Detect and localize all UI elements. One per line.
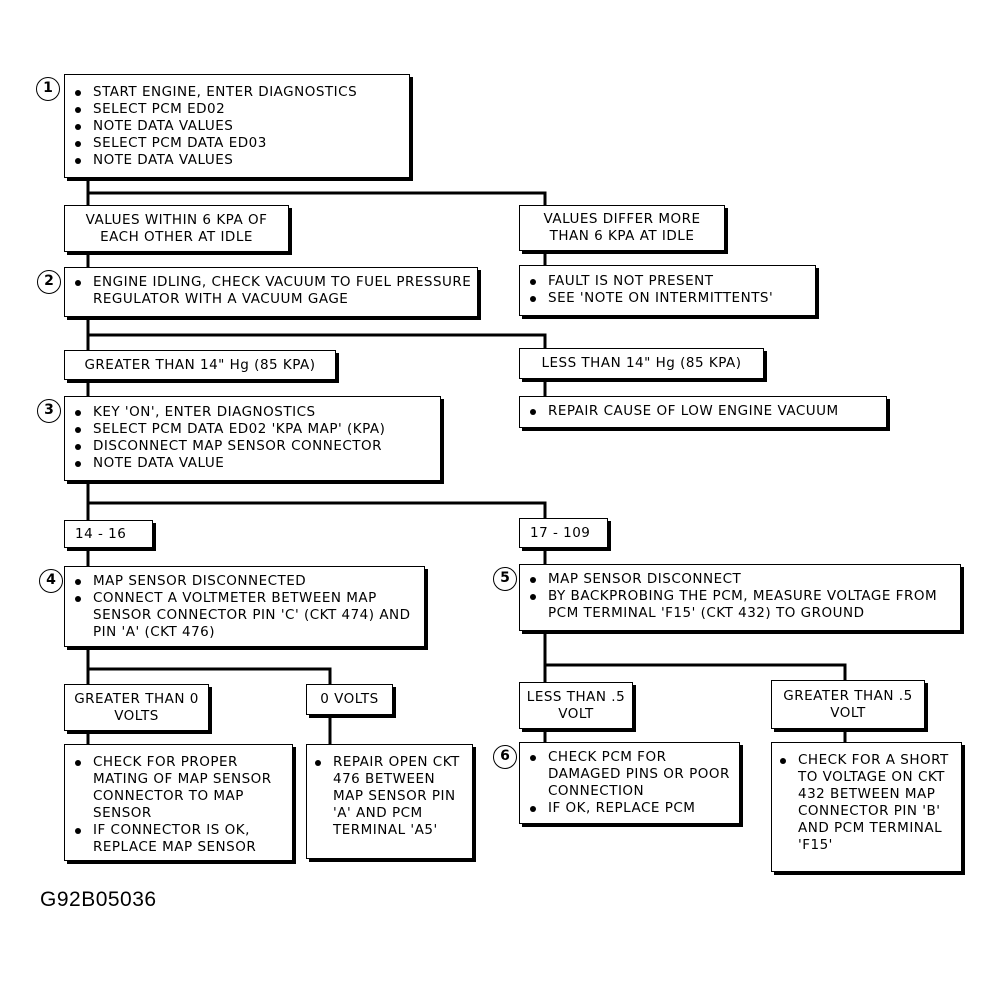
condition-17-109: 17 - 109 (519, 518, 608, 548)
action-list: FAULT IS NOT PRESENT SEE 'NOTE ON INTERM… (522, 273, 811, 307)
action-item: CHECK FOR A SHORT TO VOLTAGE ON CKT 432 … (772, 752, 957, 854)
condition-greater-0-volts: GREATER THAN 0 VOLTS (64, 684, 209, 731)
step-3-list: KEY 'ON', ENTER DIAGNOSTICS SELECT PCM D… (67, 404, 436, 472)
action-list: REPAIR CAUSE OF LOW ENGINE VACUUM (522, 403, 882, 420)
action-item: REPAIR CAUSE OF LOW ENGINE VACUUM (522, 403, 882, 420)
step-1-item: SELECT PCM ED02 (67, 101, 405, 118)
step-5-item: BY BACKPROBING THE PCM, MEASURE VOLTAGE … (522, 588, 956, 622)
step-4-item: MAP SENSOR DISCONNECTED (67, 573, 420, 590)
step-6-item: CHECK PCM FOR DAMAGED PINS OR POOR CONNE… (522, 749, 735, 800)
action-item: SEE 'NOTE ON INTERMITTENTS' (522, 290, 811, 307)
action-list: CHECK FOR PROPER MATING OF MAP SENSOR CO… (67, 754, 288, 856)
condition-14-16: 14 - 16 (64, 520, 153, 548)
action-repair-vacuum: REPAIR CAUSE OF LOW ENGINE VACUUM (519, 396, 887, 428)
step-3-item: DISCONNECT MAP SENSOR CONNECTOR (67, 438, 436, 455)
action-repair-open-ckt: REPAIR OPEN CKT 476 BETWEEN MAP SENSOR P… (306, 744, 473, 859)
step-number-5: 5 (493, 567, 517, 591)
step-5-item: MAP SENSOR DISCONNECT (522, 571, 956, 588)
condition-less-14hg: LESS THAN 14" Hg (85 KPA) (519, 348, 764, 379)
step-4-box: MAP SENSOR DISCONNECTED CONNECT A VOLTME… (64, 566, 425, 647)
action-list: REPAIR OPEN CKT 476 BETWEEN MAP SENSOR P… (307, 754, 468, 839)
step-6-box: CHECK PCM FOR DAMAGED PINS OR POOR CONNE… (519, 742, 740, 824)
step-3-item: KEY 'ON', ENTER DIAGNOSTICS (67, 404, 436, 421)
condition-text: GREATER THAN 14" Hg (85 KPA) (84, 356, 316, 373)
step-1-item: NOTE DATA VALUES (67, 152, 405, 169)
step-number-1: 1 (36, 77, 60, 101)
condition-greater-5-volt: GREATER THAN .5 VOLT (771, 680, 925, 729)
step-1-list: START ENGINE, ENTER DIAGNOSTICS SELECT P… (67, 84, 405, 169)
step-1-item: START ENGINE, ENTER DIAGNOSTICS (67, 84, 405, 101)
step-2-box: ENGINE IDLING, CHECK VACUUM TO FUEL PRES… (64, 267, 478, 317)
action-item: REPAIR OPEN CKT 476 BETWEEN MAP SENSOR P… (307, 754, 468, 839)
step-5-box: MAP SENSOR DISCONNECT BY BACKPROBING THE… (519, 564, 961, 631)
condition-values-within: VALUES WITHIN 6 KPA OF EACH OTHER AT IDL… (64, 205, 289, 252)
figure-id: G92B05036 (40, 888, 157, 911)
step-number-3: 3 (37, 399, 61, 423)
step-number-4: 4 (39, 569, 63, 593)
step-3-item: SELECT PCM DATA ED02 'KPA MAP' (KPA) (67, 421, 436, 438)
step-3-item: NOTE DATA VALUE (67, 455, 436, 472)
step-2-list: ENGINE IDLING, CHECK VACUUM TO FUEL PRES… (67, 274, 473, 308)
step-1-item: SELECT PCM DATA ED03 (67, 135, 405, 152)
action-item: FAULT IS NOT PRESENT (522, 273, 811, 290)
condition-text: VALUES WITHIN 6 KPA OF EACH OTHER AT IDL… (85, 211, 268, 245)
step-3-box: KEY 'ON', ENTER DIAGNOSTICS SELECT PCM D… (64, 396, 441, 481)
condition-text: 0 VOLTS (320, 691, 379, 707)
condition-text: 17 - 109 (530, 524, 591, 541)
step-4-item: CONNECT A VOLTMETER BETWEEN MAP SENSOR C… (67, 590, 420, 641)
action-fault-not-present: FAULT IS NOT PRESENT SEE 'NOTE ON INTERM… (519, 265, 816, 316)
condition-0-volts: 0 VOLTS (306, 684, 393, 715)
step-4-list: MAP SENSOR DISCONNECTED CONNECT A VOLTME… (67, 573, 420, 641)
action-check-short: CHECK FOR A SHORT TO VOLTAGE ON CKT 432 … (771, 742, 962, 872)
condition-text: LESS THAN 14" Hg (85 KPA) (541, 355, 742, 371)
action-list: CHECK FOR A SHORT TO VOLTAGE ON CKT 432 … (772, 752, 957, 854)
step-number-6: 6 (493, 745, 517, 769)
condition-greater-14hg: GREATER THAN 14" Hg (85 KPA) (64, 350, 336, 380)
condition-text: 14 - 16 (75, 525, 127, 542)
action-item: IF CONNECTOR IS OK, REPLACE MAP SENSOR (67, 822, 288, 856)
condition-text: GREATER THAN .5 VOLT (783, 687, 913, 721)
step-2-item: ENGINE IDLING, CHECK VACUUM TO FUEL PRES… (67, 274, 473, 308)
condition-text: LESS THAN .5 VOLT (526, 688, 626, 722)
step-1-item: NOTE DATA VALUES (67, 118, 405, 135)
action-check-mating: CHECK FOR PROPER MATING OF MAP SENSOR CO… (64, 744, 293, 861)
action-item: CHECK FOR PROPER MATING OF MAP SENSOR CO… (67, 754, 288, 822)
condition-less-5-volt: LESS THAN .5 VOLT (519, 682, 633, 729)
condition-text: GREATER THAN 0 VOLTS (74, 690, 199, 724)
condition-text: VALUES DIFFER MORE THAN 6 KPA AT IDLE (543, 211, 701, 244)
step-6-item: IF OK, REPLACE PCM (522, 800, 735, 817)
condition-values-differ: VALUES DIFFER MORE THAN 6 KPA AT IDLE (519, 205, 725, 251)
step-5-list: MAP SENSOR DISCONNECT BY BACKPROBING THE… (522, 571, 956, 622)
step-number-2: 2 (37, 270, 61, 294)
step-1-box: START ENGINE, ENTER DIAGNOSTICS SELECT P… (64, 74, 410, 178)
step-6-list: CHECK PCM FOR DAMAGED PINS OR POOR CONNE… (522, 749, 735, 817)
